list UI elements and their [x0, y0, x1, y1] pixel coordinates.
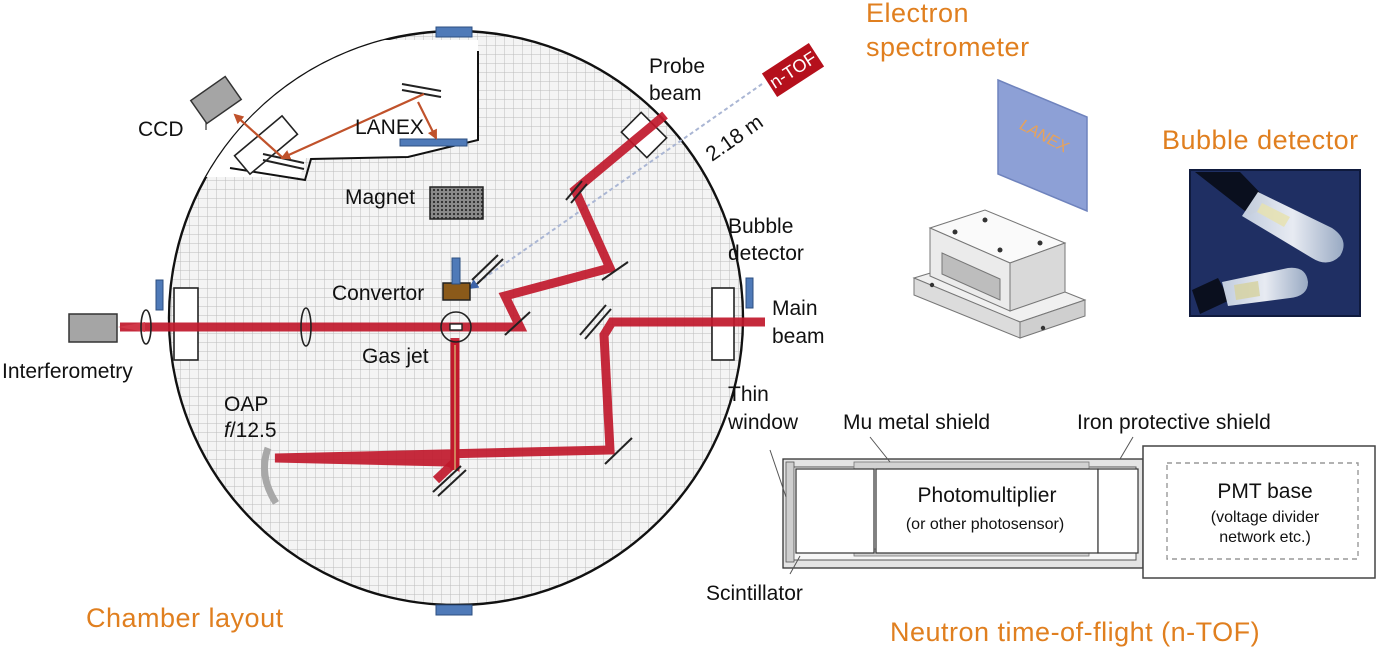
bubble-vial-2: [1192, 267, 1308, 314]
ntof-tag: n-TOF: [761, 43, 825, 97]
chamber-layout-title: Chamber layout: [86, 603, 284, 633]
main-beam-label-line2: beam: [772, 325, 825, 348]
convertor: [442, 282, 471, 301]
ntof-detector-panel: Mu metal shield Iron protective shield P…: [706, 411, 1376, 647]
bottom-port-marker: [435, 604, 473, 616]
lanex-mirror: [401, 83, 442, 92]
oap-focal-label: f/12.5: [224, 419, 277, 442]
spectrometer-enclosure: [229, 51, 479, 182]
imaging-arrow-1: [280, 92, 425, 160]
lanex-label: LANEX: [355, 116, 424, 139]
electron-spectrometer-panel: Electron spectrometer LANEX: [866, 0, 1088, 339]
imaging-arrow-3: [417, 101, 437, 140]
ccd-label: CCD: [138, 118, 184, 141]
magnet: [429, 186, 484, 220]
bubble-detector-panel: Bubble detector: [1162, 125, 1361, 317]
ntof-line-of-sight: [468, 83, 763, 290]
bubble-detector-label-line1: Bubble: [728, 215, 793, 238]
chamber-layout: n-TOF CCD LANEX Magnet Convertor Gas jet…: [2, 26, 825, 633]
oap-mirror: [260, 446, 279, 505]
distance-label: 2.18 m: [702, 110, 768, 166]
mu-metal-shield-label: Mu metal shield: [843, 411, 990, 434]
lens-center: [300, 307, 312, 347]
gas-jet: [440, 311, 472, 343]
thin-window: [785, 461, 795, 563]
convertor-detector: [451, 257, 461, 285]
convertor-label: Convertor: [332, 282, 424, 305]
interferometry-label: Interferometry: [2, 360, 133, 383]
photomultiplier-label: Photomultiplier: [918, 484, 1057, 507]
mu-metal-shield: [853, 461, 1090, 470]
pmt-base-sublabel-line2: network etc.): [1219, 529, 1311, 546]
pmt-base-housing: [1142, 445, 1376, 579]
thin-window-label-line1: Thin: [728, 383, 769, 406]
beam-mirrors: [432, 180, 633, 497]
bubble-detector-title: Bubble detector: [1162, 125, 1359, 155]
ntof-title: Neutron time-of-flight (n-TOF): [890, 617, 1260, 647]
photomultiplier: [875, 468, 1099, 554]
spectrometer-title-line2: spectrometer: [866, 32, 1030, 62]
pmt-base-label: PMT base: [1217, 480, 1312, 503]
main-beam-label-line1: Main: [772, 297, 818, 320]
imaging-arrow-2: [233, 113, 284, 159]
bubble-detector-label-line2: detector: [728, 242, 804, 265]
scintillator: [795, 468, 875, 554]
bubble-detector-marker: [745, 277, 754, 309]
scintillator-label: Scintillator: [706, 582, 803, 605]
top-port-marker: [435, 26, 473, 38]
lanex-screen: [997, 78, 1088, 213]
oap-label: OAP: [224, 393, 268, 416]
bubble-vial-1: [1195, 172, 1344, 263]
thin-window-label-line2: window: [727, 411, 799, 434]
interferometry-side-detector: [155, 279, 164, 311]
iron-shield-label: Iron protective shield: [1077, 411, 1271, 434]
photomultiplier-sublabel: (or other photosensor): [906, 516, 1064, 533]
lens-left: [140, 309, 152, 345]
pmt-base: [1166, 462, 1359, 560]
probe-beam-label-line1: Probe: [649, 55, 705, 78]
lanex-screen-bar: [399, 138, 468, 147]
pmt-base-sublabel-line1: (voltage divider: [1211, 509, 1320, 526]
probe-beam-label-line2: beam: [649, 82, 702, 105]
magnet-label: Magnet: [345, 186, 415, 209]
spectrometer-title-line1: Electron: [866, 0, 969, 28]
gas-jet-label: Gas jet: [362, 345, 429, 368]
ccd-camera: [189, 75, 243, 125]
spectrometer-magnet-box: [912, 209, 1087, 339]
interferometry-camera: [68, 313, 118, 343]
